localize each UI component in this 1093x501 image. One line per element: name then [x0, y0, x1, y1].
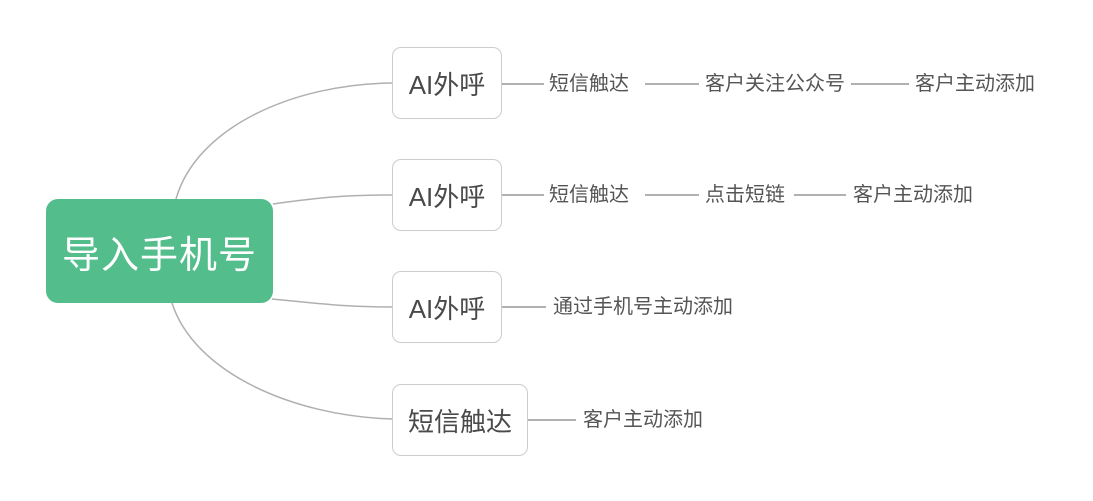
child-node-label[interactable]: 通过手机号主动添加	[553, 296, 733, 318]
branch-curve-2	[272, 194, 393, 205]
connector-line	[645, 83, 699, 85]
child-node-label[interactable]: 客户主动添加	[853, 184, 973, 206]
root-node[interactable]: 导入手机号	[46, 199, 273, 303]
connector-line	[502, 306, 546, 308]
connector-line	[851, 83, 909, 85]
branch-curve-1	[175, 82, 393, 200]
child-node-label[interactable]: 客户主动添加	[583, 409, 703, 431]
branch-node-4[interactable]: 短信触达	[392, 384, 528, 456]
child-node-label[interactable]: 点击短链	[705, 184, 785, 206]
branch-node-2[interactable]: AI外呼	[392, 159, 502, 231]
child-node-label[interactable]: 短信触达	[549, 73, 629, 95]
connector-line	[794, 194, 846, 196]
connector-line	[502, 194, 544, 196]
branch-node-3[interactable]: AI外呼	[392, 271, 502, 343]
connector-line	[528, 419, 576, 421]
child-node-label[interactable]: 短信触达	[549, 184, 629, 206]
connector-line	[645, 194, 699, 196]
branch-curve-4	[171, 302, 393, 420]
child-node-label[interactable]: 客户关注公众号	[705, 73, 845, 95]
branch-curve-3	[271, 298, 393, 308]
child-node-label[interactable]: 客户主动添加	[915, 73, 1035, 95]
branch-node-1[interactable]: AI外呼	[392, 47, 502, 119]
connector-line	[502, 83, 544, 85]
